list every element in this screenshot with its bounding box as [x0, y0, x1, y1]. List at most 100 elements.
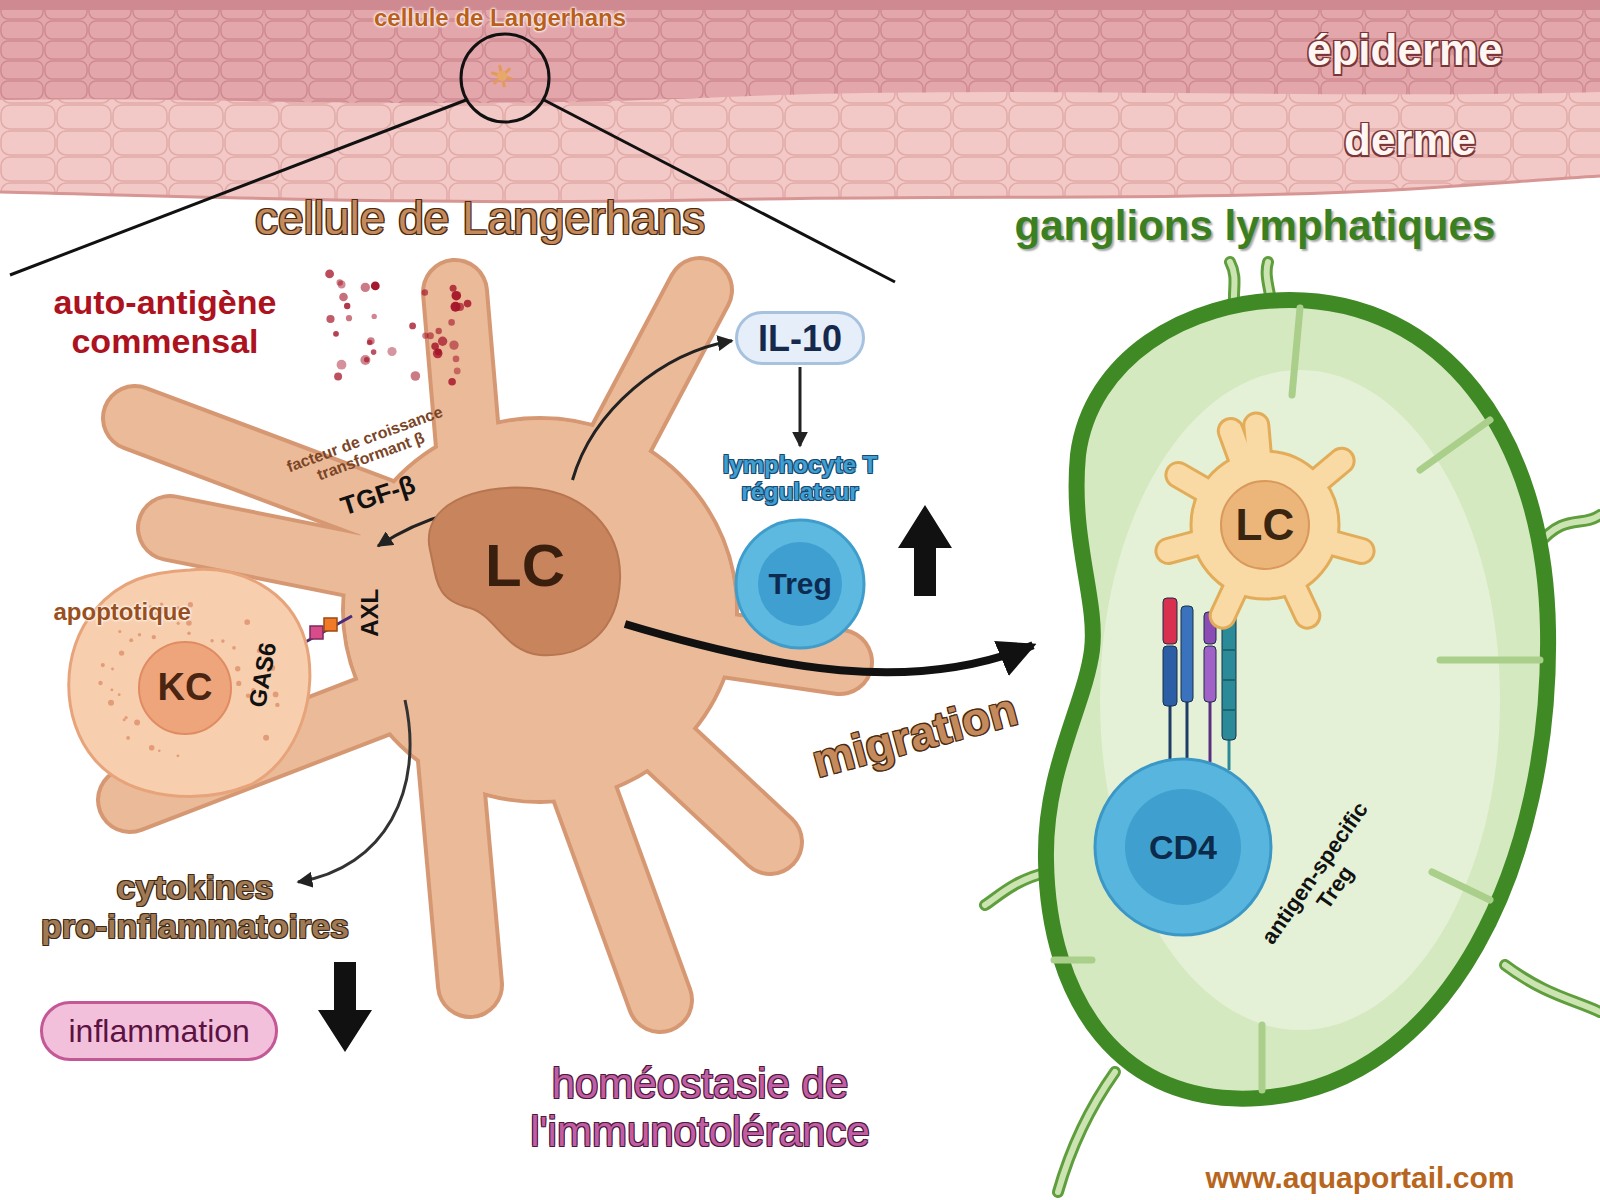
- cytokine-arrow: [298, 700, 410, 882]
- text-run: CD4: [1149, 828, 1217, 866]
- antigen-dot: [449, 340, 458, 349]
- skin-edge: [0, 176, 1600, 202]
- antigen-dot: [454, 368, 461, 375]
- lymph-vessel: [1538, 515, 1600, 545]
- node-text: LC: [1236, 500, 1295, 551]
- antigen-dot: [361, 283, 370, 292]
- text-run: lymphocyte: [723, 451, 856, 478]
- antigen-dot: [325, 270, 334, 279]
- lymph-vessel: [1058, 1072, 1115, 1192]
- gas6-ligand: [310, 626, 323, 639]
- antigen-dot: [452, 291, 462, 301]
- antigen-dot: [411, 371, 421, 381]
- antigen-dot: [371, 282, 380, 291]
- zoom-circle: [461, 34, 549, 122]
- antigen-dot: [438, 337, 447, 346]
- lc-arms-outline: [1168, 425, 1361, 615]
- skin-surface: [0, 0, 1600, 10]
- apoptotic-speckle: [101, 663, 105, 667]
- apoptotic-speckle: [263, 735, 269, 741]
- antigen-dot: [422, 289, 429, 296]
- text-run: lymphatiques: [1225, 202, 1496, 249]
- text-run: l'immunotolérance: [530, 1108, 870, 1155]
- antigen-dot: [427, 332, 434, 339]
- antigen-dot: [344, 303, 350, 309]
- receptor-complex: [1204, 646, 1216, 702]
- antigen-dot: [339, 293, 348, 302]
- antigen-dot: [456, 303, 464, 311]
- node-text: ganglions lymphatiques: [1015, 202, 1496, 250]
- dermis-layer: [0, 0, 1600, 202]
- nucleus-shape: [429, 488, 620, 656]
- text-run: apoptotique: [54, 598, 191, 625]
- lc-body: [1193, 453, 1337, 597]
- text-run: β: [412, 429, 427, 448]
- antigen-dot: [367, 340, 373, 346]
- apoptotic-speckle: [129, 638, 133, 642]
- annotation-label: cellule de Langerhans: [255, 192, 705, 245]
- antigen-dot: [337, 279, 343, 285]
- receptor-stalk: [1228, 740, 1231, 770]
- skin-band: épidermederme: [0, 0, 1600, 205]
- antigen-dot: [360, 355, 370, 365]
- node-text: LC: [485, 531, 565, 600]
- apoptotic-keratinocyte: apoptotiqueKC: [20, 560, 320, 810]
- text-run: cytokines: [117, 868, 274, 906]
- antigen-dot: [371, 349, 377, 355]
- inflammation-pill: inflammation: [40, 1001, 278, 1061]
- receptor-complex: [1163, 646, 1177, 706]
- epidermis-texture: [0, 0, 1600, 103]
- text-run: homéostasie: [552, 1060, 790, 1107]
- axl-receptor: [324, 618, 337, 631]
- text-run: pro-inflammatoires: [41, 907, 349, 945]
- text-run: LC: [485, 532, 565, 599]
- apoptotic-speckle: [158, 750, 161, 753]
- receptor-segment: [1222, 649, 1236, 651]
- text-run: IL-10: [758, 318, 842, 359]
- apoptotic-speckle: [98, 681, 102, 685]
- node-text: Treg: [769, 567, 832, 602]
- trabecula: [1054, 957, 1092, 964]
- antigen-dot: [387, 347, 396, 356]
- lymph-vessel: [1538, 515, 1600, 545]
- lymph-vessel: [1058, 1072, 1115, 1192]
- text-run: commensal: [71, 322, 258, 360]
- text-run: inflammation: [69, 1013, 250, 1049]
- antigen-dots: [325, 270, 471, 386]
- lc-nucleus: [1221, 481, 1309, 569]
- apoptotic-speckle: [111, 668, 114, 671]
- text-run: www.aquaportail.com: [1206, 1161, 1515, 1194]
- annotation-label: auto-antigène commensal: [15, 283, 315, 361]
- text-run: T: [863, 451, 878, 478]
- cell-arm: [580, 780, 660, 1000]
- lymph-vessels-fill: [985, 262, 1600, 1192]
- antigen-dot: [333, 331, 339, 337]
- zoom-line: [544, 100, 895, 282]
- text-run: Langerhans: [462, 192, 705, 244]
- receptor-complex: [1181, 606, 1193, 702]
- cell-arm: [170, 528, 380, 570]
- tiny-cell: [497, 71, 507, 81]
- text-run: Treg: [769, 567, 832, 600]
- apoptotic-speckle: [244, 619, 250, 625]
- antigen-dot: [453, 356, 460, 363]
- increase-arrow: [898, 505, 952, 596]
- receptor-stalk: [1186, 702, 1189, 762]
- annotation-label: www.aquaportail.com: [1206, 1161, 1515, 1196]
- treg-membrane: [736, 520, 864, 648]
- text-run: migration: [807, 682, 1023, 786]
- node-text: apoptotique: [54, 598, 191, 626]
- dermis-texture: [0, 0, 1600, 202]
- lymph-vessel: [985, 872, 1048, 905]
- antigen-dot: [433, 349, 443, 359]
- apoptotic-speckle: [177, 754, 180, 757]
- apoptotic-speckle: [149, 745, 155, 751]
- cell-arm: [450, 760, 470, 985]
- antigen-dot: [436, 328, 442, 334]
- node-text: inflammation: [69, 1013, 250, 1050]
- zoom-line: [10, 100, 466, 275]
- lymph-vessels-outline: [985, 262, 1600, 1192]
- trabecula: [1432, 872, 1490, 900]
- lymph-node-outline: [1035, 200, 1580, 1120]
